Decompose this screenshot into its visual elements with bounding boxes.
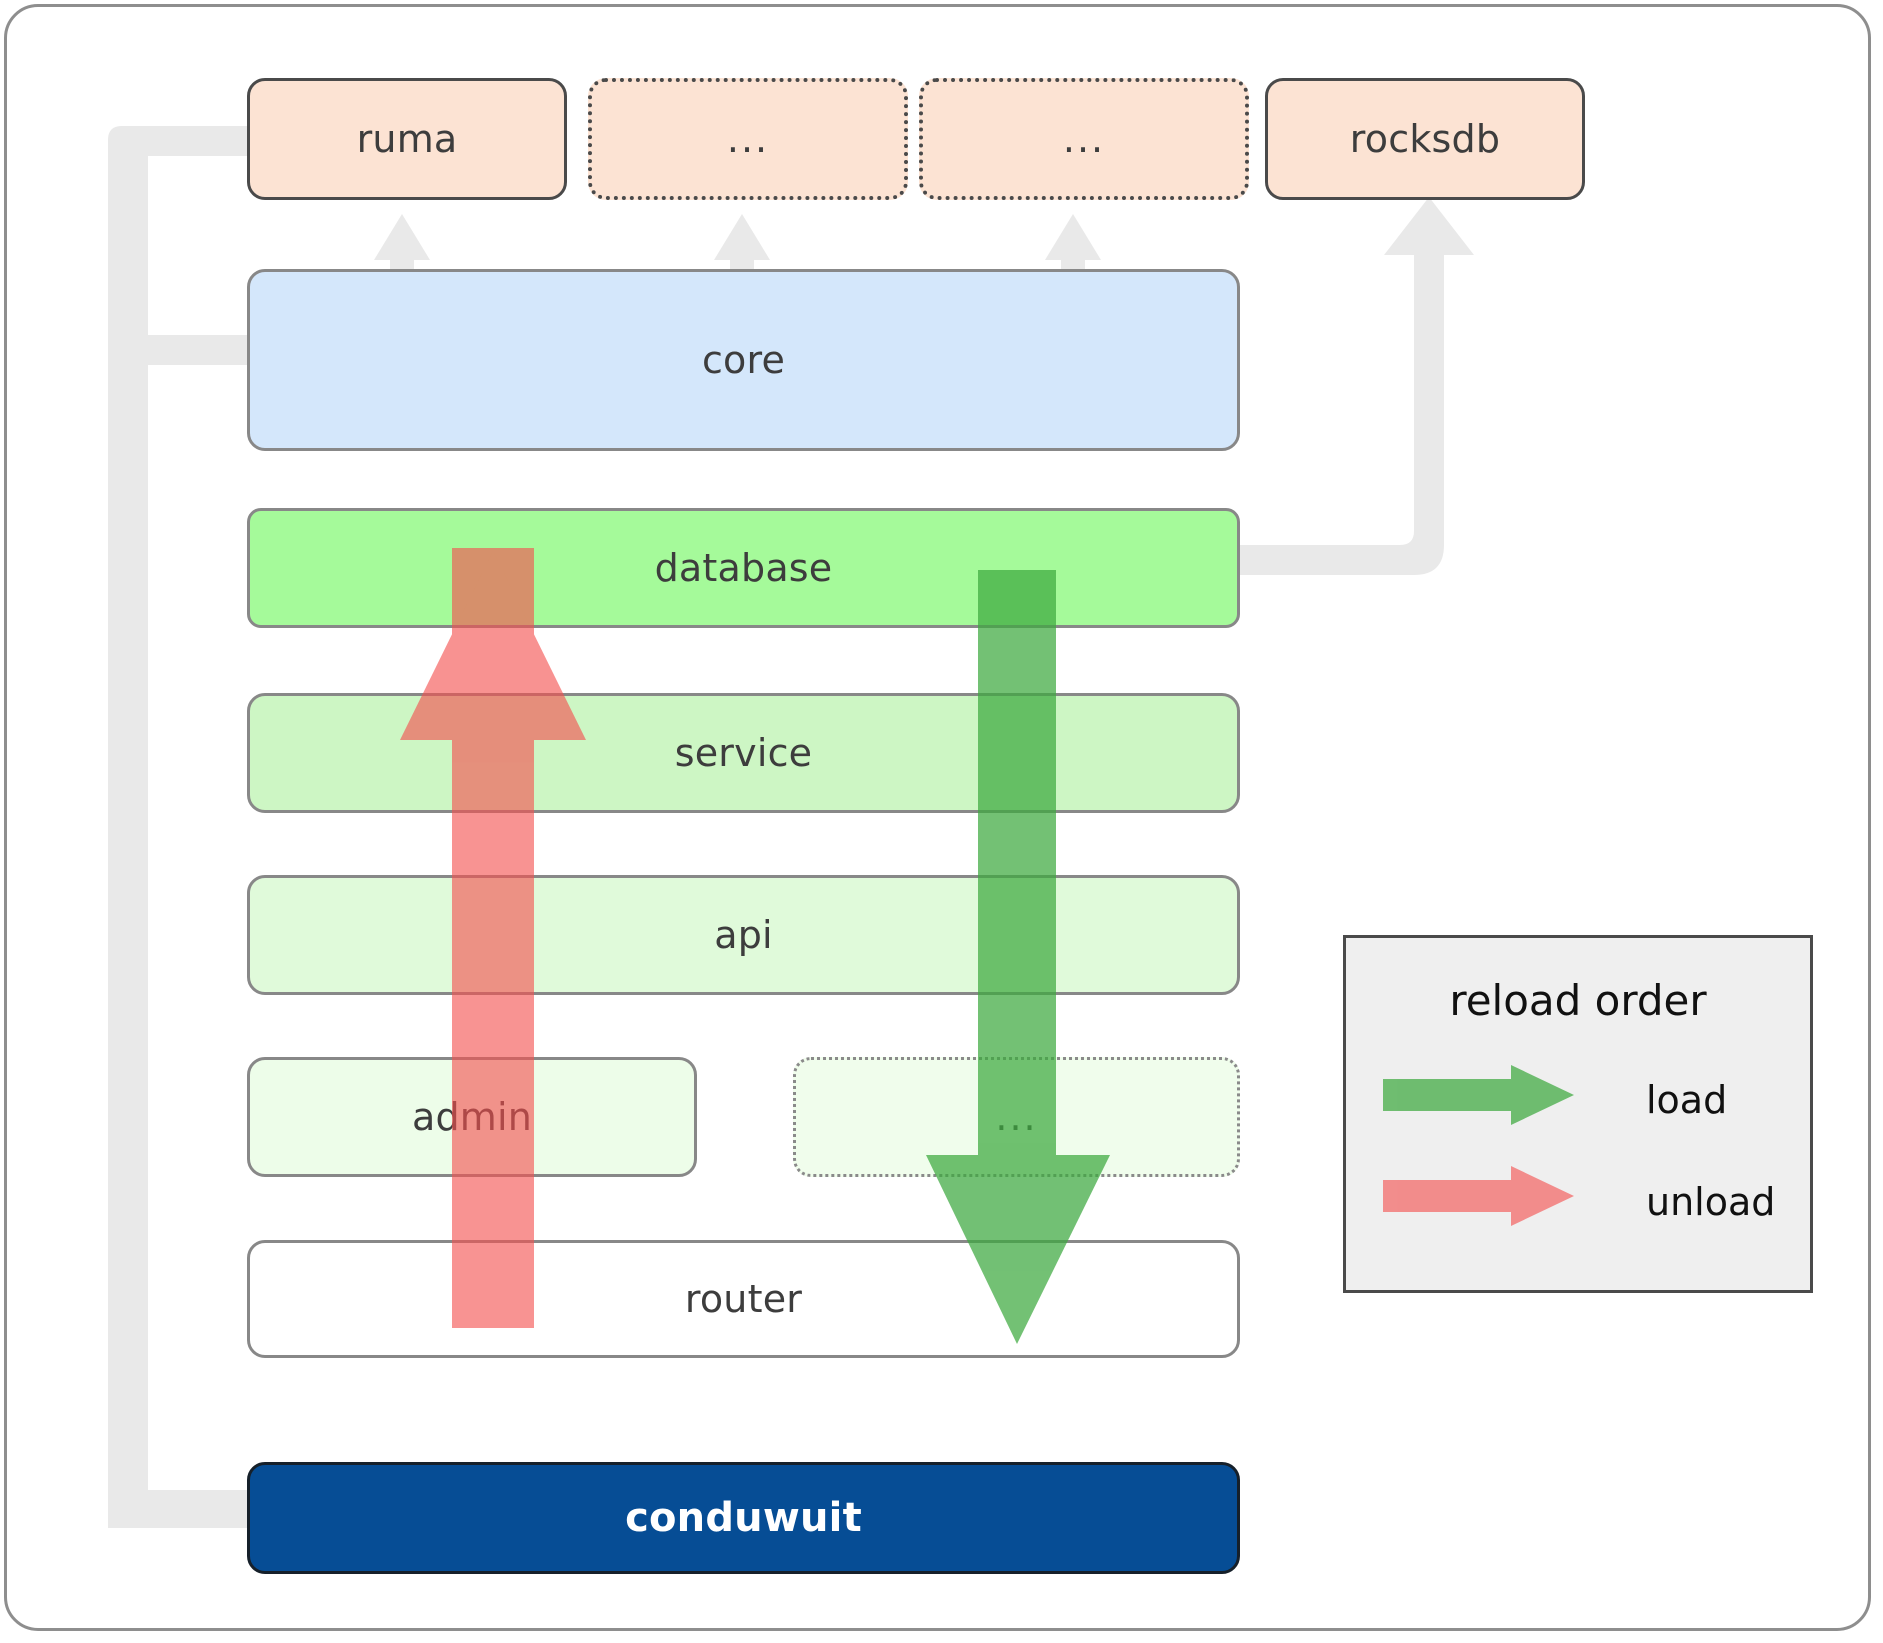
connector-database-to-rocksdb — [1240, 197, 1474, 575]
arrow-core-to-dep2 — [1045, 214, 1101, 276]
node-layer-ellipsis-label: ... — [995, 1095, 1038, 1139]
legend-reload-order: reload order load unload — [1343, 935, 1813, 1293]
node-database-label: database — [654, 546, 833, 590]
node-rocksdb-label: rocksdb — [1349, 117, 1501, 161]
legend-load-arrow — [1383, 1065, 1574, 1125]
node-admin[interactable]: admin — [247, 1057, 697, 1177]
node-database[interactable]: database — [247, 508, 1240, 628]
node-api-label: api — [714, 913, 773, 957]
connector-to-conduwuit — [108, 1490, 252, 1528]
node-core-label: core — [701, 338, 786, 382]
arrow-core-to-ruma — [374, 214, 430, 276]
node-service[interactable]: service — [247, 693, 1240, 813]
legend-label-load: load — [1646, 1078, 1728, 1122]
node-dep-ellipsis-1-label: ... — [726, 117, 770, 161]
legend-arrow-graphics — [1383, 1065, 1574, 1226]
node-rocksdb[interactable]: rocksdb — [1265, 78, 1585, 200]
legend-label-unload: unload — [1646, 1180, 1776, 1224]
node-admin-label: admin — [411, 1095, 533, 1139]
node-router-label: router — [684, 1277, 803, 1321]
node-layer-ellipsis[interactable]: ... — [793, 1057, 1240, 1177]
connector-left-spine — [108, 126, 148, 1522]
legend-unload-arrow — [1383, 1166, 1574, 1226]
node-api[interactable]: api — [247, 875, 1240, 995]
node-dep-ellipsis-2-label: ... — [1062, 117, 1106, 161]
node-conduwuit[interactable]: conduwuit — [247, 1462, 1240, 1574]
arrow-core-to-dep1 — [714, 214, 770, 276]
node-core[interactable]: core — [247, 269, 1240, 451]
node-service-label: service — [674, 731, 813, 775]
node-dep-ellipsis-1[interactable]: ... — [588, 78, 908, 200]
node-ruma[interactable]: ruma — [247, 78, 567, 200]
node-router[interactable]: router — [247, 1240, 1240, 1358]
node-dep-ellipsis-2[interactable]: ... — [919, 78, 1249, 200]
legend-title: reload order — [1449, 976, 1707, 1025]
node-ruma-label: ruma — [356, 117, 458, 161]
node-conduwuit-label: conduwuit — [625, 1495, 862, 1541]
